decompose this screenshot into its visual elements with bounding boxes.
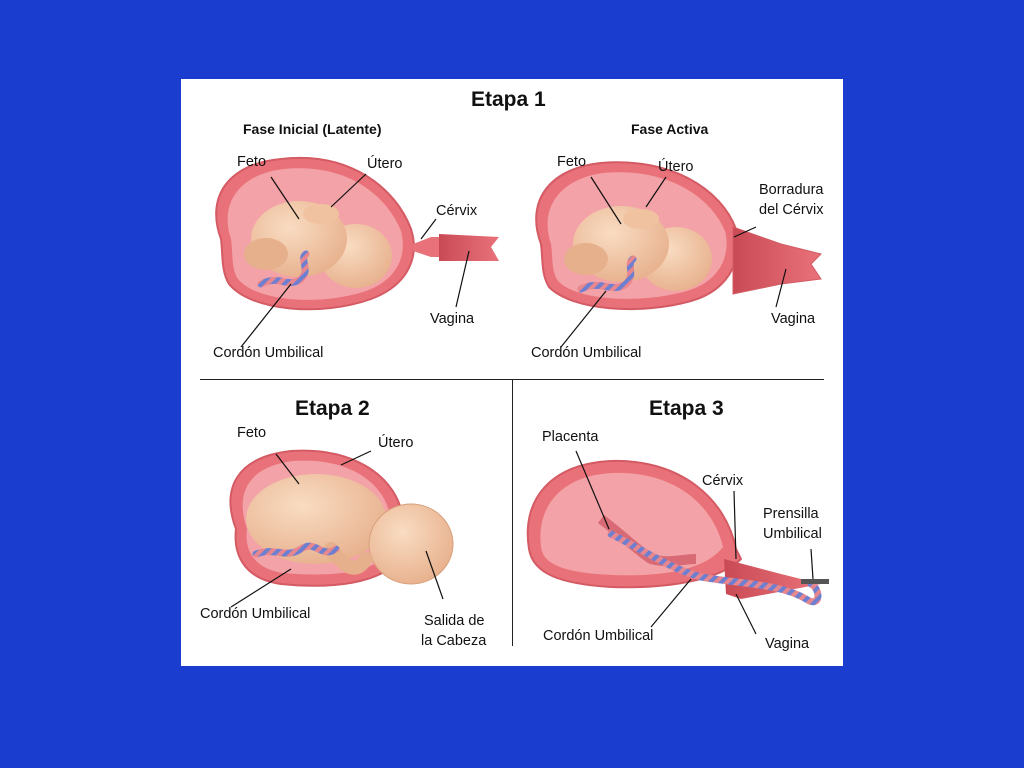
label-placenta: Placenta: [542, 429, 599, 445]
label-fetus: Feto: [237, 425, 267, 441]
stage1-title: Etapa 1: [471, 88, 546, 111]
label-vagina: Vagina: [430, 311, 475, 327]
label-effacement: del Cérvix: [759, 202, 824, 218]
stage3-title: Etapa 3: [649, 397, 724, 420]
stage1-latent-subtitle: Fase Inicial (Latente): [243, 121, 382, 137]
label-cord: Cordón Umbilical: [213, 345, 324, 361]
label-uterus: Útero: [367, 156, 403, 172]
label-cord: Cordón Umbilical: [200, 606, 311, 622]
label-fetus: Feto: [557, 154, 587, 170]
label-cervix: Cérvix: [702, 473, 744, 489]
vertical-divider: [512, 379, 513, 646]
stage2-title: Etapa 2: [295, 397, 370, 420]
label-fetus: Feto: [237, 154, 267, 170]
label-cord: Cordón Umbilical: [531, 345, 642, 361]
label-uterus: Útero: [378, 435, 414, 451]
label-head-exit: Salida de: [424, 613, 485, 629]
label-clamp: Prensilla: [763, 506, 819, 522]
uterus-latent-illustration: [215, 156, 499, 311]
label-vagina: Vagina: [771, 311, 816, 327]
label-cervix: Cérvix: [436, 203, 478, 219]
label-cord: Cordón Umbilical: [543, 628, 654, 644]
diagram-panel: Etapa 1 Fase Inicial (Latente) Fase Acti…: [181, 79, 843, 666]
label-head-exit: la Cabeza: [421, 633, 487, 649]
label-vagina: Vagina: [765, 636, 810, 652]
illustrations: [215, 156, 829, 635]
stage1-active-subtitle: Fase Activa: [631, 121, 709, 137]
uterus-stage3-illustration: [526, 459, 829, 606]
label-clamp: Umbilical: [763, 526, 822, 542]
label-uterus: Útero: [658, 159, 694, 175]
label-effacement: Borradura: [759, 182, 824, 198]
uterus-active-illustration: [535, 161, 822, 311]
uterus-stage2-illustration: [229, 449, 454, 587]
leader-lines: [230, 173, 814, 635]
